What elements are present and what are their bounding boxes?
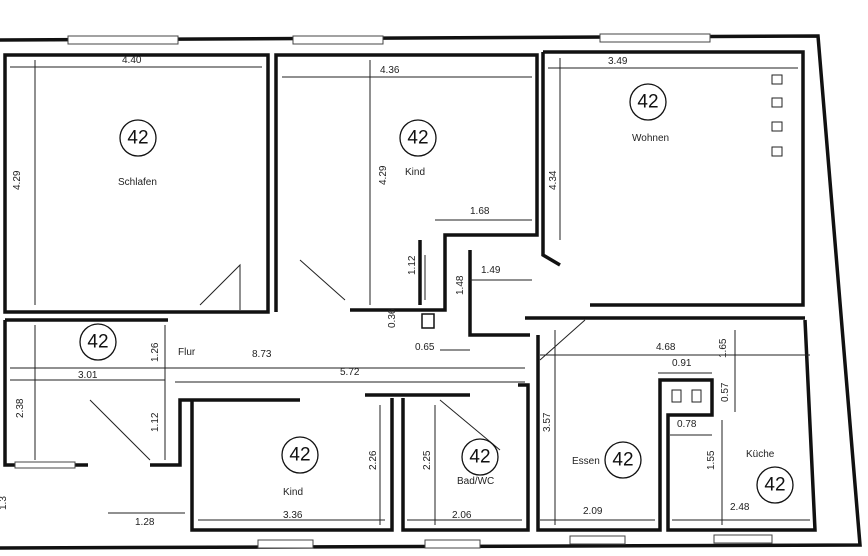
dimension-label: 2.38 bbox=[15, 398, 26, 418]
room-name: Kind bbox=[283, 487, 303, 498]
walls bbox=[0, 34, 862, 550]
room-number: 42 bbox=[87, 332, 108, 353]
dimension-label: 1.65 bbox=[718, 338, 729, 358]
dimension-lines bbox=[10, 58, 810, 525]
dimension-label: 2.25 bbox=[422, 450, 433, 470]
room-number-badge bbox=[461, 438, 499, 476]
room-essen: 42 Essen bbox=[572, 441, 642, 479]
dimension-label: 4.36 bbox=[380, 65, 400, 76]
room-number: 42 bbox=[764, 475, 785, 496]
room-name: Küche bbox=[746, 449, 775, 460]
dimension-label: 3.49 bbox=[608, 56, 628, 67]
dimension-label: 4.34 bbox=[548, 170, 559, 190]
dimension-label: 0.36 bbox=[387, 308, 398, 328]
room-name: Flur bbox=[178, 347, 196, 358]
dimension-labels: 4.40 4.36 3.49 4.29 4.29 4.34 1.68 1.12 1.49 1.48… bbox=[0, 55, 750, 528]
windows bbox=[14, 33, 783, 549]
room-number: 42 bbox=[127, 128, 148, 149]
dimension-label: 4.40 bbox=[122, 55, 142, 66]
room-number: 42 bbox=[637, 92, 658, 113]
dimension-label: 4.29 bbox=[12, 170, 23, 190]
room-name: Bad/WC bbox=[457, 476, 494, 487]
dimension-label: 3.01 bbox=[78, 370, 98, 381]
dimension-label: 2.48 bbox=[730, 502, 750, 513]
dimension-label: 1.68 bbox=[470, 206, 490, 217]
dimension-label: 3.36 bbox=[283, 510, 303, 521]
dimension-label: 4.68 bbox=[656, 342, 676, 353]
dimension-label: 5.72 bbox=[340, 367, 360, 378]
room-number-badge bbox=[604, 441, 642, 479]
dimension-label: 2.09 bbox=[583, 506, 603, 517]
dimension-label: 0.91 bbox=[672, 358, 692, 369]
room-number: 42 bbox=[289, 445, 310, 466]
room-küche: 42 Küche bbox=[746, 449, 794, 504]
dimension-label: 4.29 bbox=[378, 165, 389, 185]
room-number-badge bbox=[281, 436, 319, 474]
dimension-label: 2.26 bbox=[368, 450, 379, 470]
dimension-label: 1.3 bbox=[0, 496, 9, 510]
dimension-label: 0.78 bbox=[677, 419, 697, 430]
room-number-badge bbox=[629, 83, 667, 121]
dimension-label: 1.12 bbox=[150, 412, 161, 432]
room-name: Essen bbox=[572, 456, 600, 467]
room-number-badge bbox=[79, 323, 117, 361]
room-number: 42 bbox=[469, 447, 490, 468]
room-number-badge bbox=[119, 119, 157, 157]
room-name: Wohnen bbox=[632, 133, 669, 144]
room-number-badge bbox=[756, 466, 794, 504]
room-number: 42 bbox=[612, 450, 633, 471]
dimension-label: 1.55 bbox=[706, 450, 717, 470]
dimension-label: 1.48 bbox=[455, 275, 466, 295]
room-name: Kind bbox=[405, 167, 425, 178]
dimension-label: 3.57 bbox=[542, 412, 553, 432]
dimension-label: 0.65 bbox=[415, 342, 435, 353]
dimension-label: 0.57 bbox=[720, 382, 731, 402]
room-name: Schlafen bbox=[118, 177, 157, 188]
dimension-label: 1.26 bbox=[150, 342, 161, 362]
dimension-label: 8.73 bbox=[252, 349, 272, 360]
room-number: 42 bbox=[407, 128, 428, 149]
room-number-badge bbox=[399, 119, 437, 157]
dimension-label: 2.06 bbox=[452, 510, 472, 521]
dimension-label: 1.12 bbox=[407, 255, 418, 275]
dimension-label: 1.28 bbox=[135, 517, 155, 528]
dimension-label: 1.49 bbox=[481, 265, 501, 276]
